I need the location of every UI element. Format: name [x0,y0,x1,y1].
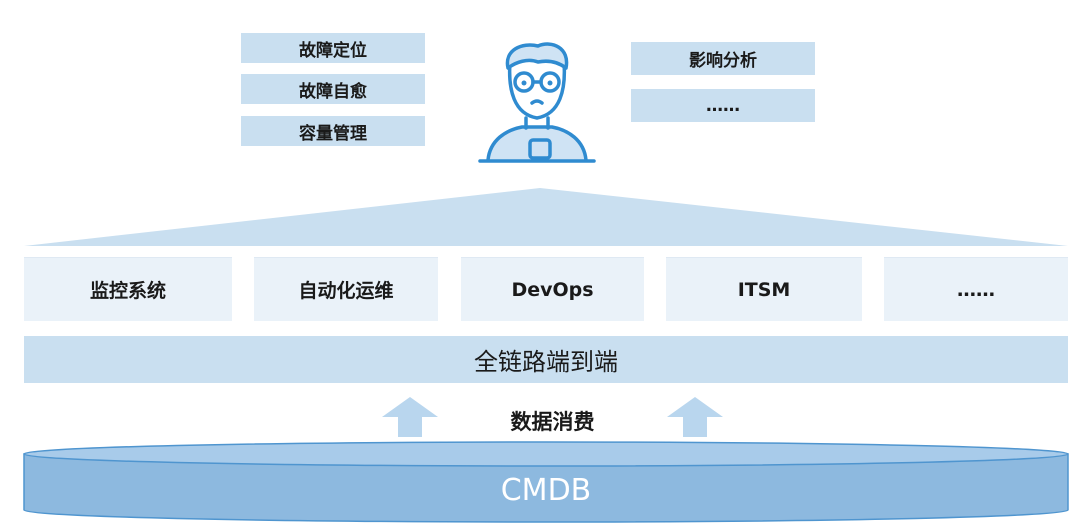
cmdb-label: CMDB [500,472,592,508]
person-icon [478,42,596,163]
tool-itsm: ITSM [666,257,862,321]
up-arrow-icon [382,397,438,437]
tool-monitoring-system: 监控系统 [24,257,232,321]
tag-more-right: …… [631,89,815,122]
tool-devops: DevOps [461,257,644,321]
pyramid-roof [24,188,1068,246]
tag-capacity-management: 容量管理 [241,116,425,146]
tag-self-healing: 故障自愈 [241,74,425,104]
tag-impact-analysis: 影响分析 [631,42,815,75]
up-arrow-icon [667,397,723,437]
tool-automated-ops: 自动化运维 [254,257,438,321]
full-chain-bar: 全链路端到端 [24,336,1068,383]
tag-fault-location: 故障定位 [241,33,425,63]
data-consumption-label: 数据消费 [510,410,595,434]
tool-more: …… [884,257,1068,321]
